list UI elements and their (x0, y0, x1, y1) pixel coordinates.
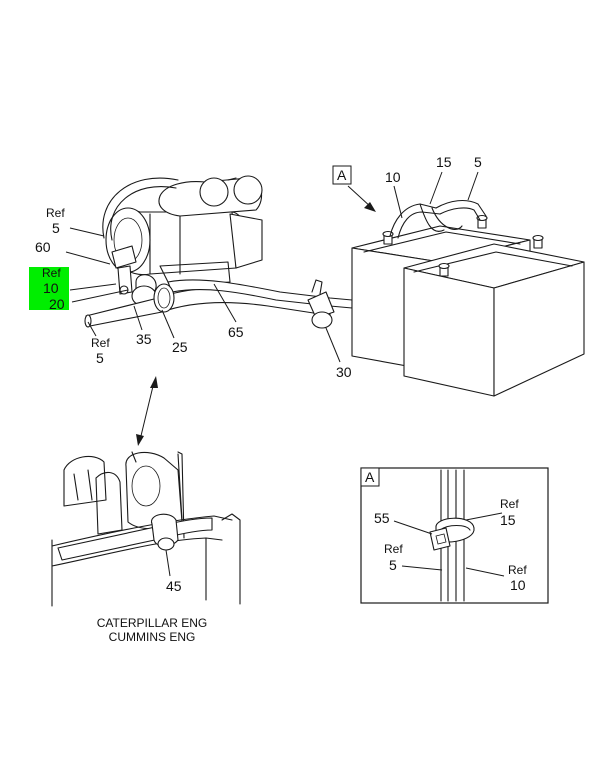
callout-10: 10 (385, 169, 401, 185)
callout-25: 25 (172, 339, 188, 355)
callout-65: 65 (228, 324, 244, 340)
highlight-10: 10 (43, 280, 59, 296)
callout-labels: Ref 5 60 Ref 10 20 Ref 5 35 25 65 30 A 1… (29, 154, 482, 380)
view-a-label: A (337, 167, 347, 183)
view-a-box (332, 165, 352, 185)
highlight-box (29, 267, 69, 310)
engine-caption: CATERPILLAR ENG CUMMINS ENG (97, 616, 207, 644)
battery-terminal-icon (382, 214, 544, 277)
callout-ref5-top-ref: Ref (46, 206, 65, 220)
callout-45: 45 (166, 578, 182, 594)
callout-35: 35 (136, 331, 152, 347)
detail-ref10-num: 10 (510, 577, 526, 593)
detail-callout-55: 55 (374, 510, 390, 526)
detail-ref10-ref: Ref (508, 563, 527, 577)
callout-60: 60 (35, 239, 51, 255)
callout-15: 15 (436, 154, 452, 170)
detail-view-a: A 55 Ref 15 Ref 5 Ref 10 (360, 467, 549, 604)
highlight-ref: Ref (42, 266, 61, 280)
callout-ref5-bottom-ref: Ref (91, 336, 110, 350)
callout-5: 5 (474, 154, 482, 170)
detail-ref15-num: 15 (500, 512, 516, 528)
detail-ref15-ref: Ref (500, 497, 519, 511)
callout-ref5-top-num: 5 (52, 220, 60, 236)
starter-motor-assembly (84, 175, 353, 329)
caption-line-1: CATERPILLAR ENG (97, 616, 207, 630)
detail-ref5-ref: Ref (384, 542, 403, 556)
detail-ref5-num: 5 (389, 557, 397, 573)
callout-ref5-bottom-num: 5 (96, 350, 104, 366)
caption-line-2: CUMMINS ENG (109, 630, 196, 644)
alternate-engine-view: 45 (51, 451, 241, 607)
highlight-20: 20 (49, 296, 65, 312)
leader-lines (65, 171, 479, 446)
battery-pack (351, 199, 585, 397)
callout-30: 30 (336, 364, 352, 380)
detail-label-box (360, 467, 380, 487)
detail-label: A (365, 469, 375, 485)
